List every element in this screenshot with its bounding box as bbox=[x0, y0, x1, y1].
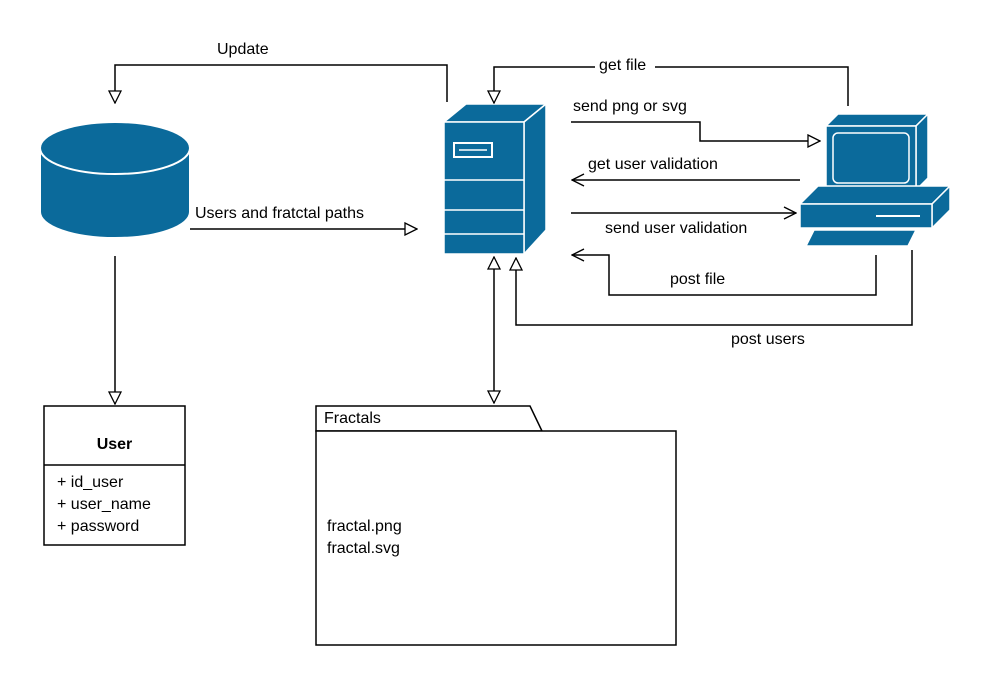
user-class-box: User + id_user + user_name + password bbox=[43, 405, 186, 546]
send-png-arrow bbox=[571, 121, 820, 141]
fractals-folder: Fractals fractal.png fractal.svg bbox=[315, 405, 677, 646]
server-icon bbox=[441, 102, 549, 256]
users-paths-label: Users and fratctal paths bbox=[195, 205, 364, 222]
send-validation-label: send user validation bbox=[605, 220, 747, 237]
get-validation-label: get user validation bbox=[588, 156, 718, 173]
database-icon bbox=[39, 121, 191, 239]
user-field-name: + user_name bbox=[57, 496, 151, 513]
user-class-title: User bbox=[97, 436, 133, 453]
update-arrow bbox=[115, 64, 448, 103]
post-users-arrow bbox=[516, 250, 913, 326]
post-users-label: post users bbox=[731, 331, 805, 348]
fractal-file-svg: fractal.svg bbox=[327, 540, 400, 557]
computer-icon bbox=[798, 112, 952, 247]
update-label: Update bbox=[217, 41, 269, 58]
post-file-label: post file bbox=[670, 271, 725, 288]
user-field-password: + password bbox=[57, 518, 139, 535]
fractal-file-png: fractal.png bbox=[327, 518, 402, 535]
get-file-arrow bbox=[494, 66, 849, 106]
user-field-id: + id_user bbox=[57, 474, 124, 491]
get-file-label: get file bbox=[599, 57, 646, 74]
fractals-folder-title: Fractals bbox=[324, 410, 381, 427]
post-file-arrow bbox=[572, 255, 877, 296]
send-png-label: send png or svg bbox=[573, 98, 687, 115]
